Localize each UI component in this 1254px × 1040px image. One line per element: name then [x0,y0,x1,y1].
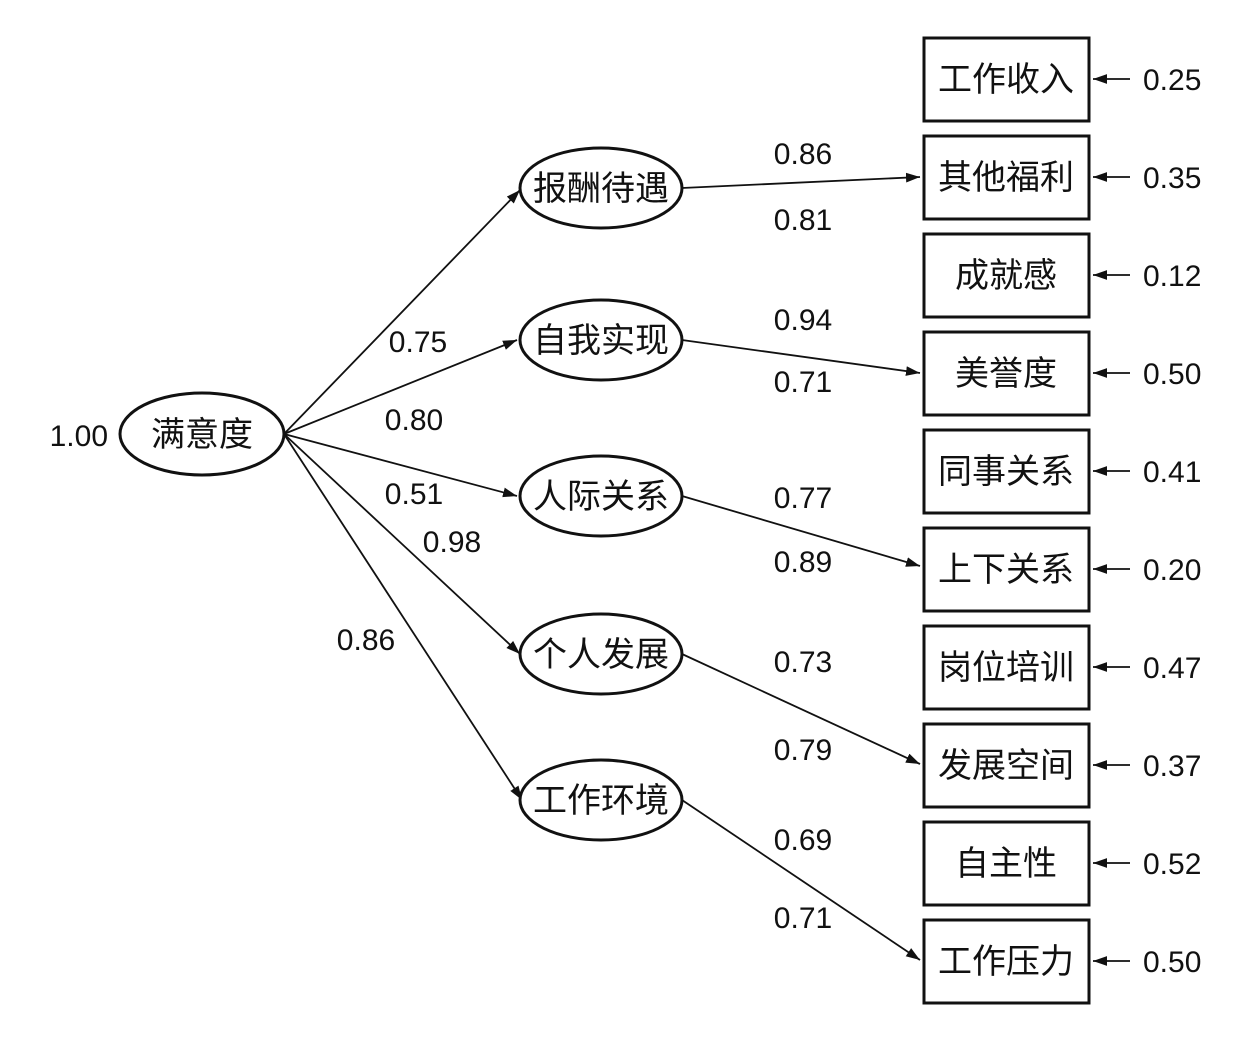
error-value-3: 0.12 [1143,260,1201,293]
factor-ellipse [518,758,684,842]
factor-to-indicator-edges [681,172,921,961]
factor-node-3: 人际关系 [518,454,684,538]
indicator-box-8: 发展空间 [922,722,1091,809]
indicator-box-9: 自主性 [922,820,1091,907]
factor-ellipse [518,612,684,696]
indicator-rect [922,624,1091,711]
indicator-rect [922,428,1091,515]
factor-label: 工作环境 [533,781,669,821]
indicator-box-2: 其他福利 [922,134,1091,221]
indicator-box-7: 岗位培训 [922,624,1091,711]
indicator-rect [922,134,1091,221]
indicator-loading-4-upper: 0.73 [774,646,832,679]
edge-root-factor-4 [283,433,521,655]
edge-factor-1-indicator [681,172,921,189]
indicator-rect [922,232,1091,319]
factor-ellipse [518,146,684,230]
indicator-loading-4-lower: 0.79 [774,734,832,767]
indicator-rect [922,36,1091,123]
indicator-label: 同事关系 [938,452,1074,492]
indicator-label: 工作压力 [938,942,1074,982]
indicator-rect [922,918,1091,1005]
edge-root-factor-3 [283,433,518,498]
indicator-label: 工作收入 [938,60,1074,100]
indicator-box-3: 成就感 [922,232,1091,319]
edge-factor-3-indicator [681,495,921,567]
indicator-box-4: 美誉度 [922,330,1091,417]
error-value-7: 0.47 [1143,652,1201,685]
error-value-8: 0.37 [1143,750,1201,783]
edge-factor-5-indicator [681,799,921,961]
factor-node-5: 工作环境 [518,758,684,842]
indicator-box-6: 上下关系 [922,526,1091,613]
root-factor-loading-5: 0.86 [337,624,395,657]
error-value-9: 0.52 [1143,848,1201,881]
indicator-loading-5-lower: 0.71 [774,902,832,935]
indicator-rect [922,722,1091,809]
indicator-rect [922,820,1091,907]
indicator-loading-2-lower: 0.71 [774,366,832,399]
indicator-box-1: 工作收入 [922,36,1091,123]
root-variance: 1.00 [50,420,108,453]
factor-label: 自我实现 [533,321,669,361]
root-factor-loading-3: 0.51 [385,478,443,511]
indicator-loading-1-upper: 0.86 [774,138,832,171]
indicator-loading-5-upper: 0.69 [774,824,832,857]
error-value-6: 0.20 [1143,554,1201,587]
root-factor-loading-2: 0.80 [385,404,443,437]
indicator-label: 上下关系 [938,550,1074,590]
root-label: 满意度 [151,415,253,455]
indicator-box-5: 同事关系 [922,428,1091,515]
indicator-loading-3-lower: 0.89 [774,546,832,579]
error-value-5: 0.41 [1143,456,1201,489]
factor-label: 报酬待遇 [533,169,669,209]
error-value-1: 0.25 [1143,64,1201,97]
factor-ellipse [518,298,684,382]
error-value-10: 0.50 [1143,946,1201,979]
factor-node-4: 个人发展 [518,612,684,696]
indicator-label: 美誉度 [955,354,1057,394]
factor-node-2: 自我实现 [518,298,684,382]
indicator-label: 自主性 [955,844,1057,884]
edge-root-factor-5 [283,433,523,801]
indicator-label: 成就感 [955,256,1057,296]
edge-root-factor-2 [283,339,518,435]
indicator-loading-3-upper: 0.77 [774,482,832,515]
root-factor-loading-1: 0.75 [389,326,447,359]
edge-factor-4-indicator [681,653,921,765]
root-to-factor-edges [283,189,523,801]
error-value-4: 0.50 [1143,358,1201,391]
edge-factor-2-indicator [681,339,921,376]
indicator-label: 其他福利 [938,158,1074,198]
indicator-box-10: 工作压力 [922,918,1091,1005]
error-arrows [1093,74,1130,966]
error-value-2: 0.35 [1143,162,1201,195]
root-ellipse [118,391,286,477]
root-factor-loading-4: 0.98 [423,526,481,559]
root-node: 满意度 [118,391,286,477]
indicator-loading-1-lower: 0.81 [774,204,832,237]
indicator-loading-2-upper: 0.94 [774,304,832,337]
factor-label: 个人发展 [533,635,669,675]
factor-ellipse [518,454,684,538]
indicator-label: 发展空间 [938,746,1074,786]
indicator-label: 岗位培训 [938,648,1074,688]
error-values: 0.25 0.35 0.12 0.50 0.41 0.20 0.47 0.37 … [1143,64,1201,979]
indicator-rect [922,330,1091,417]
edge-root-factor-1 [283,189,521,435]
factor-label: 人际关系 [533,477,669,517]
factor-node-1: 报酬待遇 [518,146,684,230]
indicator-rect [922,526,1091,613]
